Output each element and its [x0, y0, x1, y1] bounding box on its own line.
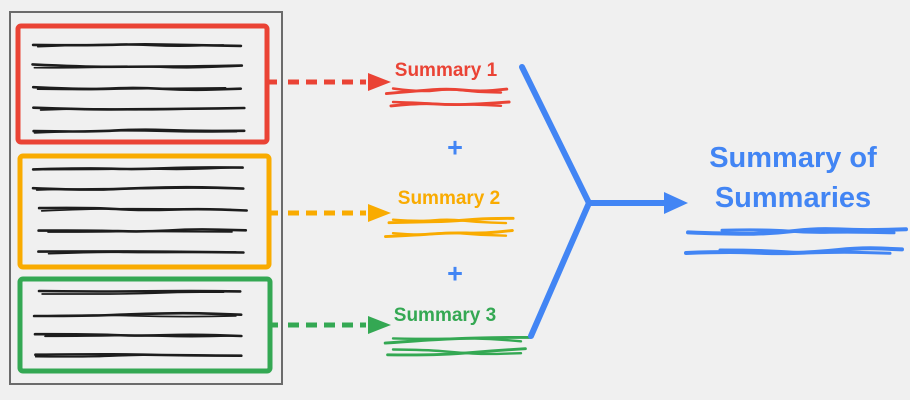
- chunk-3-text-scribbles: [32, 289, 243, 358]
- summary-3-label: Summary 3: [393, 305, 497, 326]
- scribble-stroke: [44, 334, 237, 338]
- plus-operator-2: +: [447, 258, 463, 289]
- scribble-stroke: [35, 187, 233, 191]
- scribble-stroke: [33, 65, 240, 69]
- scribble-stroke: [720, 228, 896, 235]
- scribble-stroke: [391, 348, 523, 356]
- summary-underline-scribbles: [383, 87, 533, 357]
- scribble-stroke: [391, 218, 508, 225]
- scribble-stroke: [36, 43, 225, 48]
- scribble-stroke: [33, 314, 237, 318]
- summary-1-scribble: [384, 87, 511, 108]
- merge-line-bottom: [528, 200, 592, 339]
- summary-2-scribble: [384, 216, 515, 239]
- arrowhead-icon: [368, 316, 391, 334]
- scribble-stroke: [37, 289, 242, 293]
- scribble-stroke: [39, 107, 232, 111]
- result-title: Summary of Summaries: [709, 142, 877, 214]
- scribble-stroke: [391, 337, 523, 343]
- scribble-stroke: [391, 87, 503, 94]
- scribble-stroke: [391, 100, 503, 107]
- result-underline-scribbles: [684, 227, 908, 256]
- scribble-stroke: [40, 207, 232, 212]
- merge-arrowhead-icon: [664, 192, 688, 214]
- map-arrow-green: [268, 316, 391, 334]
- scribble-stroke: [33, 129, 238, 134]
- scribble-stroke: [47, 251, 237, 255]
- map-arrow-red: [266, 73, 391, 91]
- chunk-1-text-scribbles: [31, 43, 246, 134]
- summary-3-scribble: [383, 335, 533, 357]
- plus-operator-1: +: [447, 132, 463, 163]
- arrowhead-icon: [368, 204, 391, 222]
- scribble-stroke: [718, 248, 892, 255]
- scribble-stroke: [391, 231, 508, 237]
- chunk-2-text-scribbles: [31, 166, 248, 255]
- arrowhead-icon: [368, 73, 391, 91]
- document-frame: [9, 11, 283, 385]
- scribble-stroke: [41, 291, 225, 295]
- merge-line-top: [519, 64, 592, 206]
- source-document: [9, 11, 283, 385]
- scribble-stroke: [47, 230, 233, 233]
- merge-lines: [519, 64, 688, 339]
- map-arrow-orange: [268, 204, 391, 222]
- summary-2-label: Summary 2: [397, 188, 501, 209]
- scribble-stroke: [43, 166, 234, 171]
- scribble-stroke: [36, 87, 227, 91]
- summary-1-label: Summary 1: [394, 60, 498, 81]
- scribble-stroke: [34, 353, 236, 358]
- document-text-scribbles: [31, 43, 248, 358]
